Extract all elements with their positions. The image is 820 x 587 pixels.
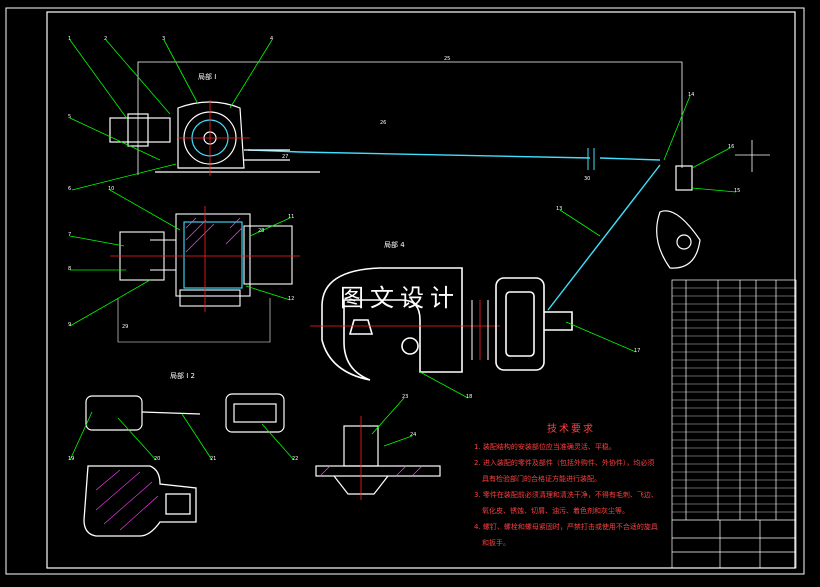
buckle-plan-view bbox=[83, 465, 197, 537]
anchor-hardware bbox=[656, 165, 701, 269]
title-block bbox=[672, 520, 796, 568]
tech-requirement-line: 2. 进入装配的零件及部件（包括外购件、外协件），均必须 bbox=[474, 459, 655, 467]
tongue-edge-view bbox=[471, 300, 489, 360]
balloon-label: 25 bbox=[444, 56, 451, 62]
tech-requirements-title: 技术要求 bbox=[547, 424, 595, 435]
balloon-label: 6 bbox=[68, 186, 72, 192]
buckle-hatch bbox=[95, 469, 159, 531]
balloon-label: 20 bbox=[154, 456, 161, 462]
latch-plate bbox=[495, 277, 573, 371]
tech-requirement-line: 和扳手。 bbox=[482, 539, 510, 547]
balloon-label: 1 bbox=[68, 36, 72, 42]
balloon-label: 17 bbox=[634, 348, 641, 354]
buckle-top-view bbox=[85, 393, 285, 433]
balloon-label: 15 bbox=[734, 188, 741, 194]
balloon-label: 24 bbox=[410, 432, 417, 438]
balloon-label: 11 bbox=[288, 214, 295, 220]
tech-requirement-line: 氧化皮、锈蚀、切屑、油污、着色剂和灰尘等。 bbox=[482, 507, 629, 515]
leader-lines bbox=[69, 39, 737, 461]
balloon-label: 28 bbox=[258, 228, 265, 234]
dimension-section bbox=[117, 298, 271, 343]
sheet-border-outer bbox=[5, 7, 805, 575]
watermark-text: 图文设计 bbox=[340, 284, 460, 312]
balloon-label: 3 bbox=[162, 36, 166, 42]
balloon-label: 16 bbox=[728, 144, 735, 150]
tech-requirement-line: 3. 零件在装配前必须清理和清洗干净，不得有毛刺、飞边、 bbox=[474, 491, 658, 499]
balloon-label: 29 bbox=[122, 324, 129, 330]
balloon-label: 10 bbox=[108, 186, 115, 192]
balloon-label: 18 bbox=[466, 394, 473, 400]
balloon-label: 12 bbox=[288, 296, 295, 302]
balloon-label: 8 bbox=[68, 266, 72, 272]
view-label-4: 局部 4 bbox=[384, 241, 405, 249]
retractor-side-view bbox=[109, 101, 320, 173]
balloon-label: 23 bbox=[402, 394, 409, 400]
view-label-2: 局部 I 2 bbox=[170, 372, 195, 380]
balloon-label: 7 bbox=[68, 232, 72, 238]
balloon-label: 14 bbox=[688, 92, 695, 98]
centerlines-tongue bbox=[310, 300, 500, 360]
break-marks bbox=[587, 148, 595, 170]
section-hatch bbox=[185, 217, 243, 253]
tech-requirement-line: 具有检验部门的合格证方能进行装配。 bbox=[482, 475, 601, 483]
sheet-border-inner bbox=[46, 11, 796, 569]
tech-requirement-line: 1. 装配结构的安装部位应当准确灵活、平稳。 bbox=[474, 443, 616, 451]
crosshair bbox=[735, 140, 770, 172]
tech-requirement-line: 4. 螺钉、螺栓和螺母紧固时，严禁打击或使用不合适的旋具 bbox=[474, 523, 658, 531]
balloon-label: 4 bbox=[270, 36, 274, 42]
bolt-section bbox=[315, 425, 441, 495]
balloon-label: 2 bbox=[104, 36, 108, 42]
bolt-hatch bbox=[319, 465, 423, 477]
centerlines-retractor bbox=[178, 100, 250, 176]
parts-list-rows bbox=[672, 287, 796, 513]
balloon-label: 9 bbox=[68, 322, 72, 328]
balloon-label: 26 bbox=[380, 120, 387, 126]
centerlines-section bbox=[110, 206, 300, 312]
balloon-label: 5 bbox=[68, 114, 72, 120]
balloon-label: 30 bbox=[584, 176, 591, 182]
balloon-label: 13 bbox=[556, 206, 563, 212]
cable-assembly bbox=[247, 149, 661, 311]
balloon-label: 19 bbox=[68, 456, 75, 462]
view-label-1: 局部 I bbox=[198, 73, 217, 81]
balloon-label: 21 bbox=[210, 456, 217, 462]
tongue-detail bbox=[321, 267, 463, 381]
balloon-label: 27 bbox=[282, 154, 289, 160]
balloon-label: 22 bbox=[292, 456, 299, 462]
